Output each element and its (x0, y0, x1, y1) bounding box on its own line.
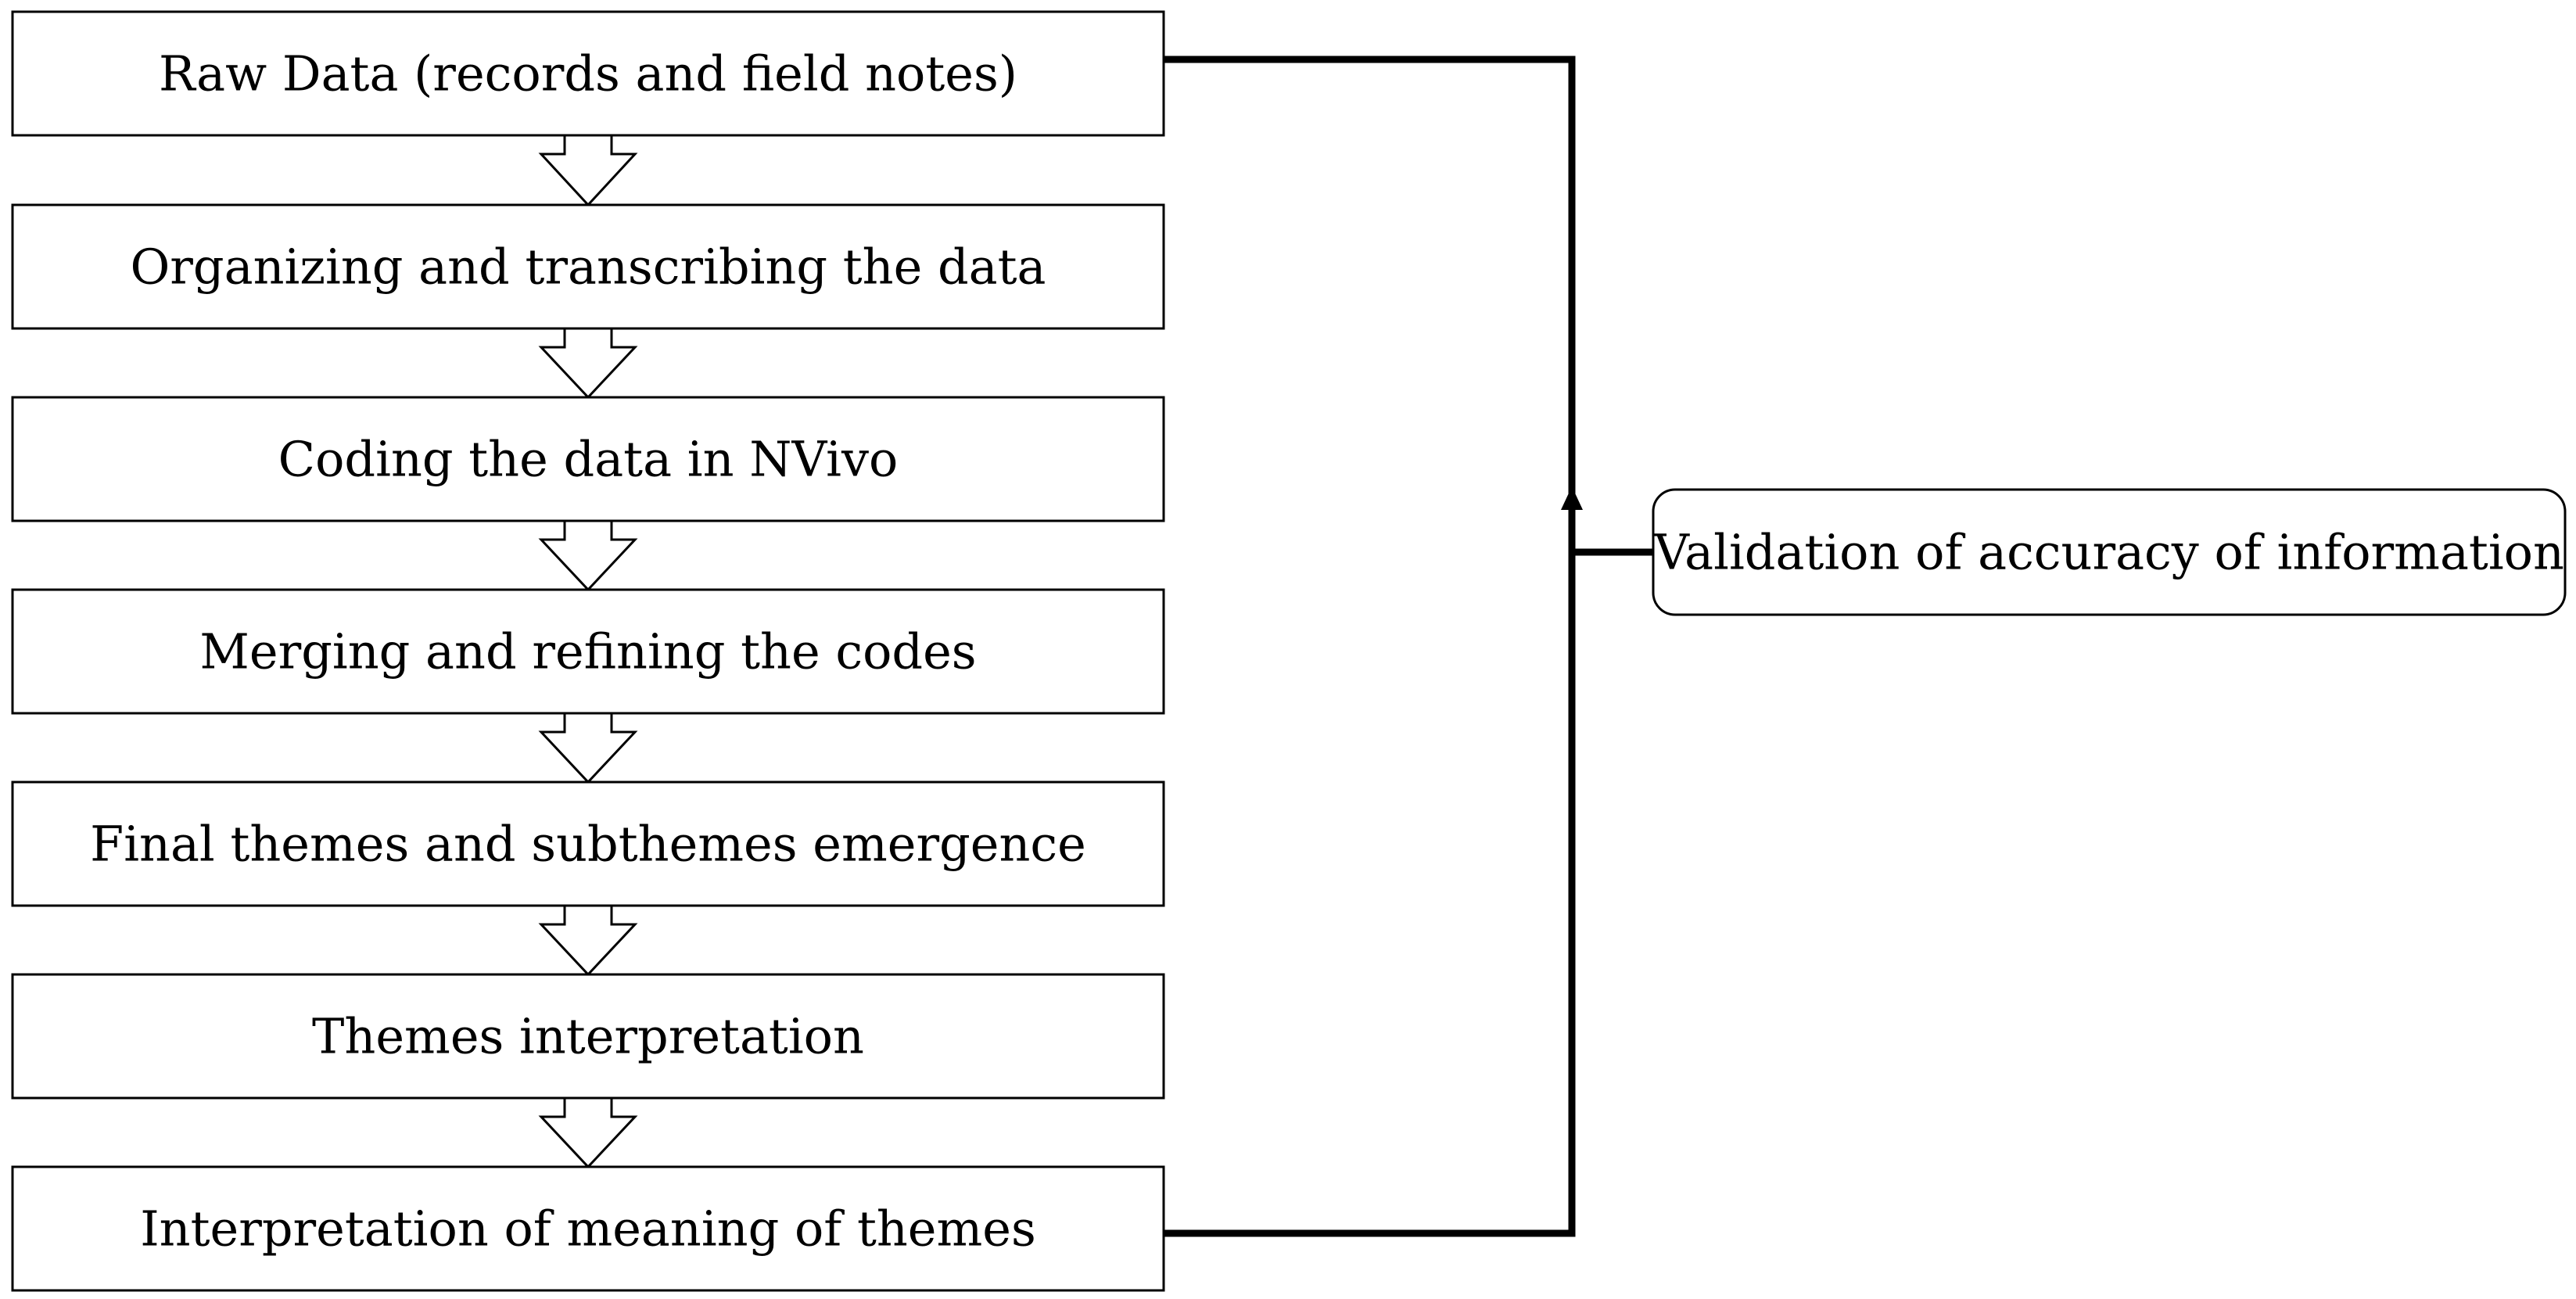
flow-step-box (11, 1165, 1165, 1292)
flow-step-label: Coding the data in NVivo (278, 431, 899, 488)
validation-label: Validation of accuracy of information (1653, 524, 2564, 581)
flow-step-label: Raw Data (records and field notes) (159, 45, 1017, 102)
flow-arrow-5 (538, 904, 638, 977)
flow-step-themes-interpretation: Themes interpretation (11, 973, 1165, 1100)
flow-arrow-4 (538, 712, 638, 784)
flow-arrow-2 (538, 327, 638, 400)
flow-step-merging: Merging and refining the codes (11, 588, 1165, 715)
flow-step-interpretation-meaning: Interpretation of meaning of themes (11, 1165, 1165, 1292)
validation-loop-connector (1164, 56, 1576, 1237)
validation-node: Validation of accuracy of information (1652, 488, 2567, 616)
flow-step-label: Interpretation of meaning of themes (140, 1200, 1036, 1258)
flow-step-box (11, 203, 1165, 330)
flow-arrow-6 (538, 1096, 638, 1169)
flow-step-final-themes: Final themes and subthemes emergence (11, 780, 1165, 907)
up-arrowhead-icon (1561, 486, 1583, 510)
flow-step-label: Themes interpretation (312, 1008, 864, 1065)
flow-arrow-1 (538, 134, 638, 207)
validation-box (1652, 488, 2567, 616)
flow-step-label: Merging and refining the codes (199, 623, 976, 680)
flow-arrow-3 (538, 519, 638, 592)
flow-step-label: Organizing and transcribing the data (130, 239, 1046, 296)
flow-step-label: Final themes and subthemes emergence (90, 816, 1086, 873)
flow-step-box (11, 10, 1165, 137)
flow-step-box (11, 396, 1165, 522)
flow-step-box (11, 973, 1165, 1100)
flow-step-organizing: Organizing and transcribing the data (11, 203, 1165, 330)
flow-step-box (11, 588, 1165, 715)
flow-step-coding: Coding the data in NVivo (11, 396, 1165, 522)
flow-step-box (11, 780, 1165, 907)
flow-step-raw-data: Raw Data (records and field notes) (11, 10, 1165, 137)
